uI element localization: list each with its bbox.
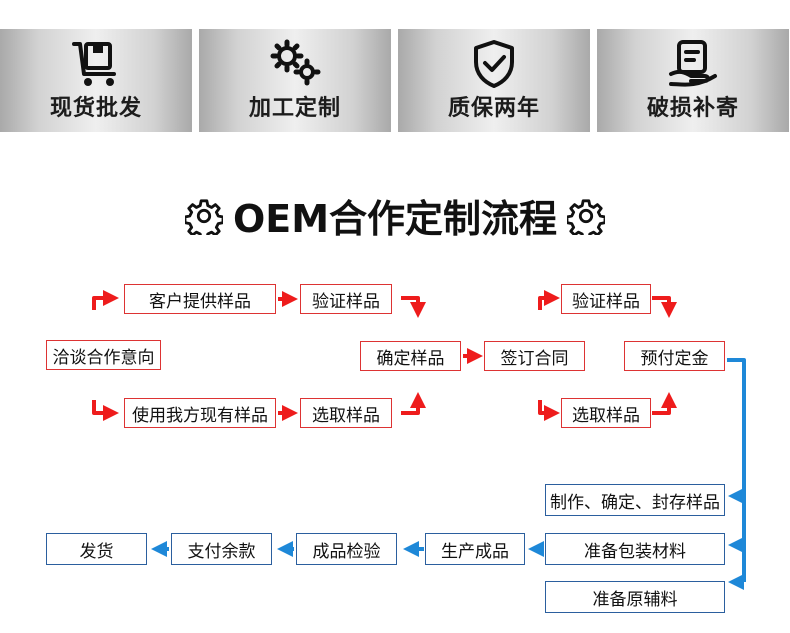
cart-box-icon xyxy=(0,38,192,90)
arrow-sign-up xyxy=(538,290,560,310)
step-pay-balance: 支付余款 xyxy=(171,533,272,565)
arrow-sign-down xyxy=(538,400,560,421)
feature-tile-custom: 加工定制 xyxy=(199,28,391,132)
page-title: OEM合作定制流程 xyxy=(0,188,790,243)
arrow-select-up xyxy=(652,392,677,415)
step-select-sample-2: 选取样品 xyxy=(561,398,651,428)
step-use-existing-sample: 使用我方现有样品 xyxy=(124,398,276,428)
step-verify-sample: 验证样品 xyxy=(300,284,392,314)
hand-document-icon xyxy=(597,38,789,90)
step-inspect: 成品检验 xyxy=(296,533,397,565)
step-deposit: 预付定金 xyxy=(624,341,725,371)
step-negotiate: 洽谈合作意向 xyxy=(46,340,161,370)
step-produce: 生产成品 xyxy=(425,533,525,565)
step-ship: 发货 xyxy=(46,533,147,565)
blue-trunk xyxy=(727,358,746,582)
step-verify-sample-2: 验证样品 xyxy=(561,284,651,314)
arrow-start-up xyxy=(92,290,119,310)
feature-bar: 现货批发 加工定制 xyxy=(0,0,790,134)
arrow-upper-down xyxy=(401,296,426,318)
step-make-samples: 制作、确定、封存样品 xyxy=(545,484,725,516)
feature-label: 质保两年 xyxy=(447,96,540,121)
arrow-verify-down xyxy=(652,296,677,318)
feature-tile-warranty: 质保两年 xyxy=(398,28,590,132)
title-text: OEM合作定制流程 xyxy=(232,197,558,241)
shield-check-icon xyxy=(398,38,590,90)
arrow-lower-up xyxy=(401,392,426,415)
feature-tile-wholesale: 现货批发 xyxy=(0,28,192,132)
feature-label: 加工定制 xyxy=(248,96,341,121)
feature-label: 现货批发 xyxy=(49,96,142,121)
step-confirm-sample: 确定样品 xyxy=(360,341,461,371)
step-sign-contract: 签订合同 xyxy=(484,341,585,371)
feature-label: 破损补寄 xyxy=(646,96,739,121)
step-client-sample: 客户提供样品 xyxy=(124,284,276,314)
step-prepare-packaging: 准备包装材料 xyxy=(545,533,725,565)
arrow-start-down xyxy=(92,400,119,421)
gears-icon xyxy=(199,38,391,90)
step-prepare-materials: 准备原辅料 xyxy=(545,581,725,613)
step-select-sample: 选取样品 xyxy=(300,398,392,428)
feature-tile-damage: 破损补寄 xyxy=(597,28,789,132)
